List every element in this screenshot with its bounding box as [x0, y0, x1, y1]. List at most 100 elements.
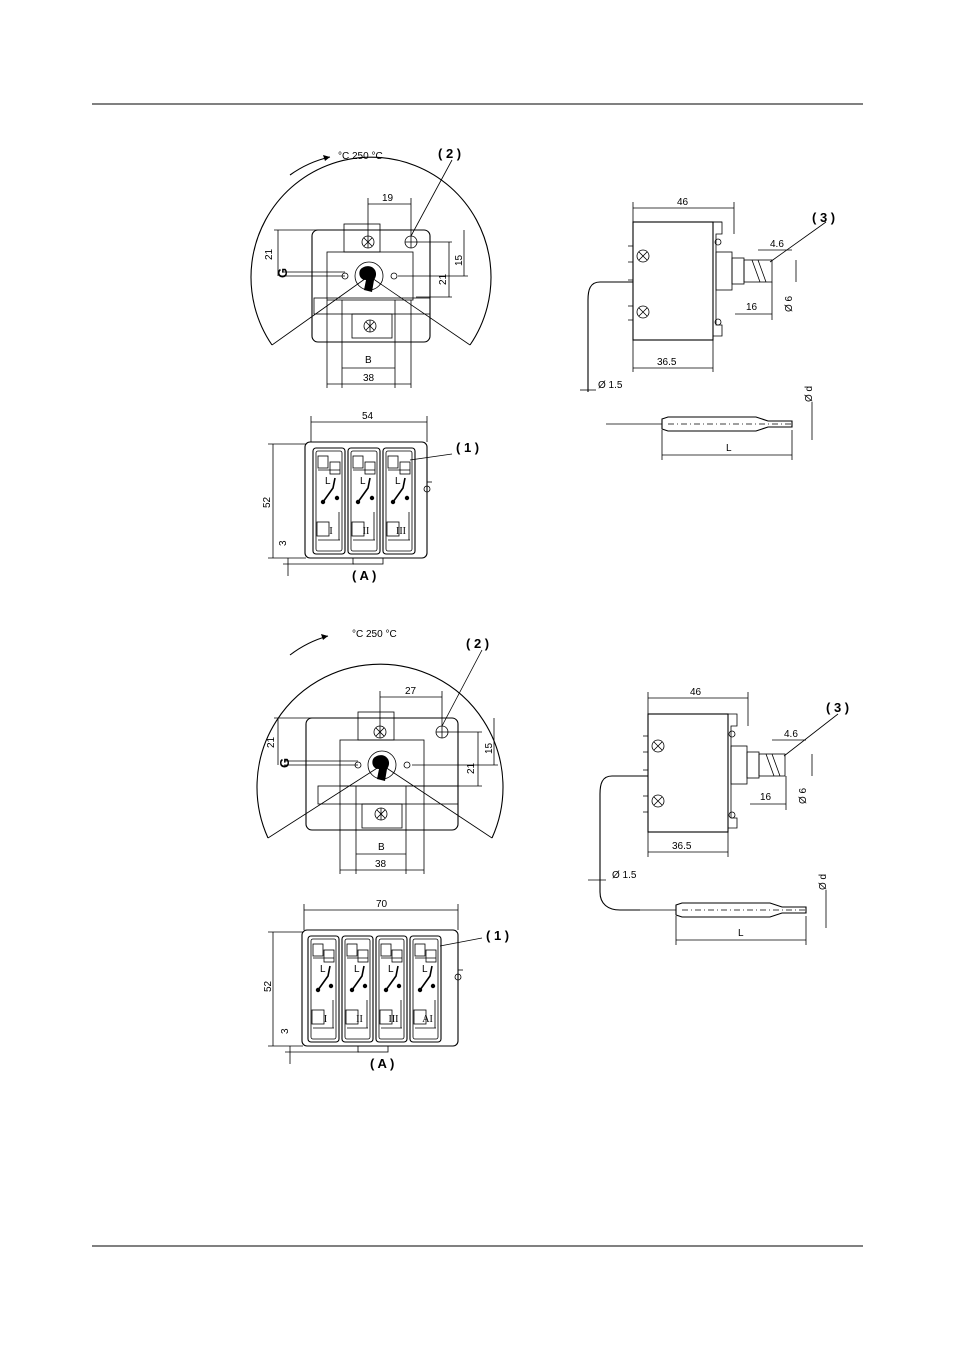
contact-point [335, 496, 339, 500]
contact-point [405, 496, 409, 500]
screw-cross-bottom [377, 808, 385, 820]
dim-46: 46 [677, 197, 689, 208]
dim-21-right: 21 [438, 273, 449, 285]
capillary-head [744, 260, 772, 282]
callout-2: ( 2 ) [466, 636, 489, 651]
leader-2 [411, 160, 452, 236]
dim-3: 3 [278, 540, 289, 546]
dim-4-6: 4.6 [784, 729, 798, 740]
dim-21-left: 21 [264, 248, 275, 260]
screw-cross-top [364, 236, 372, 248]
dim-52: 52 [263, 980, 274, 992]
contact-pole: L III [376, 936, 407, 1042]
terminal-right [330, 462, 340, 474]
dim-phi6: Ø 6 [784, 295, 795, 312]
dim-36-5: 36.5 [657, 357, 677, 368]
dim-15: 15 [484, 742, 495, 754]
angle-line-right [382, 765, 492, 838]
bush-collar [747, 752, 759, 778]
callout-3: ( 3 ) [812, 210, 835, 225]
tab-hole-2 [729, 812, 735, 818]
arrow-head [321, 634, 328, 640]
pole-label: III [389, 1014, 399, 1025]
view-A: ( A ) [352, 568, 376, 583]
side-screw-top-x [639, 252, 647, 260]
terminal-right [400, 462, 410, 474]
contact-pole: LI [308, 936, 339, 1042]
capillary-head [759, 754, 785, 776]
pins [628, 246, 633, 320]
bottom-front-view: °C 250 °C 27 21 G 21 15 [257, 629, 503, 874]
pole-mark: L [422, 964, 428, 975]
pole-mark: L [354, 964, 360, 975]
terminal-bottom [317, 522, 329, 536]
pole-label: I [329, 526, 332, 537]
dim-27: 27 [405, 686, 417, 697]
top-side-view: Ø 1.5 L Ø d 46 4.6 16 Ø 6 36.5 ( 3 ) [580, 197, 835, 460]
rotation-arrow [290, 636, 328, 655]
callout-1: ( 1 ) [486, 928, 509, 943]
dim-52: 52 [262, 496, 273, 508]
contact-point [391, 500, 395, 504]
pole-mark: L [360, 476, 366, 487]
dim-70: 70 [376, 899, 388, 910]
terminal-bottom [312, 1010, 324, 1024]
hatch [766, 754, 780, 776]
contact-point [321, 500, 325, 504]
callout-2: ( 2 ) [438, 146, 461, 161]
pole-mark: L [325, 476, 331, 487]
callout-1: ( 1 ) [456, 440, 479, 455]
pole-group: LILIILIIILAI [308, 936, 441, 1042]
pole-label: II [363, 526, 370, 537]
contact-point [384, 988, 388, 992]
capillary-tube [588, 282, 633, 392]
side-screw-bottom-x [654, 797, 662, 805]
contact-pole: LIII [383, 448, 415, 554]
bottom-tab [352, 314, 392, 338]
dim-phid: Ø d [818, 874, 829, 890]
bottom-stub [358, 1046, 388, 1052]
terminal-top [313, 944, 323, 956]
body-block [633, 222, 713, 340]
pole-mark: L [388, 964, 394, 975]
dim-38: 38 [375, 859, 387, 870]
dim-phid: Ø d [804, 386, 815, 402]
hatch [752, 260, 766, 282]
angle-line-left [272, 276, 369, 345]
pole-label: AI [422, 1014, 433, 1025]
terminal-right [324, 950, 334, 962]
pole-label: I [324, 1014, 327, 1025]
bush-collar [732, 258, 744, 284]
contact-block [302, 930, 458, 1046]
bush [731, 746, 747, 784]
dim-19: 19 [382, 193, 394, 204]
terminal-top [353, 456, 363, 468]
dim-38: 38 [363, 373, 375, 384]
scale-arc [251, 157, 491, 345]
terminal-right [365, 462, 375, 474]
rotation-arrow [290, 157, 330, 175]
dim-15: 15 [454, 254, 465, 266]
pole-group: LILIILIII [313, 448, 415, 554]
terminal-top [318, 456, 328, 468]
dim-B: B [365, 355, 372, 366]
contact-pole: LI [313, 448, 345, 554]
bottom-stub [353, 558, 383, 564]
contact-pole: L AI [410, 936, 441, 1042]
tab-hole-1 [729, 731, 735, 737]
pole-mark: L [395, 476, 401, 487]
bush [716, 252, 732, 290]
contact-pole: L II [348, 448, 380, 554]
dim-B: B [378, 842, 385, 853]
side-screw-bottom-x [639, 308, 647, 316]
dim-G: G [277, 758, 292, 768]
contact-point [329, 984, 333, 988]
contact-point [356, 500, 360, 504]
dim-4-6: 4.6 [770, 239, 784, 250]
capillary-tube [600, 776, 648, 910]
contact-point [363, 984, 367, 988]
arrow-head [323, 155, 330, 161]
bottom-side-view: Ø 1.5 L Ø d 46 4.6 16 Ø 6 36.5 ( 3 ) [588, 687, 849, 945]
terminal-top [388, 456, 398, 468]
side-screw-top-x [654, 742, 662, 750]
